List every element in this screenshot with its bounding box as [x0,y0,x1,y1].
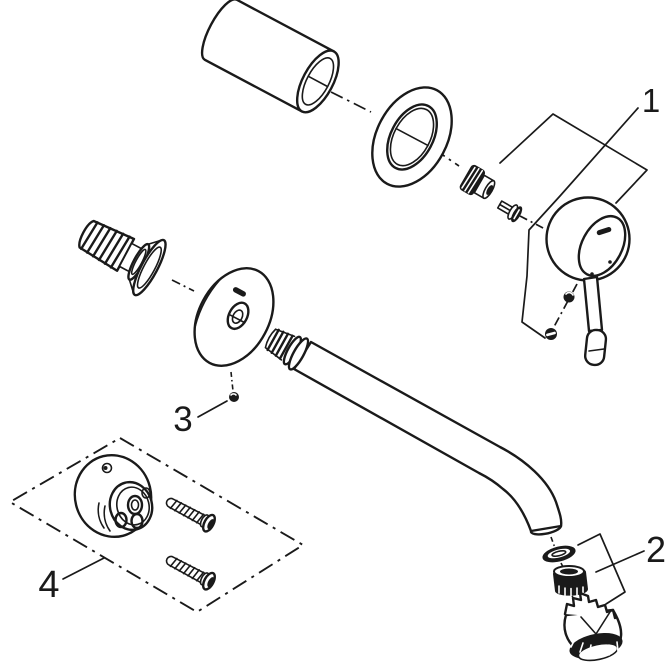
lever-grip [583,328,608,367]
lever-arm [582,275,604,333]
kit-boundary-box [8,436,305,614]
part-label-4: 4 [38,564,59,606]
mounting-screw-upper [165,497,216,533]
rosette-slot [232,287,246,297]
lever-handle [545,196,631,367]
spout [264,328,563,536]
callout-1-bracket [499,107,648,339]
mounting-nipple [78,219,167,297]
callout-4: 4 [38,557,105,606]
castellated-edge [563,591,617,620]
spout-thread-end [264,328,310,371]
wall-flange [73,453,154,539]
wall-rosette [193,267,275,367]
knurled-nut [459,164,496,200]
part-label-1: 1 [642,82,660,119]
mounting-kit: 4 [8,436,305,614]
handle-sleeve [200,0,340,114]
mounting-screw-lower [165,555,216,591]
spout-outlet [529,524,563,536]
handle-screw [496,200,523,223]
aerator-insert [553,565,588,597]
aerator-housing [563,591,623,662]
callout-2-bracket: 2 [577,529,666,605]
part-label-3: 3 [173,400,192,439]
handle-rosette-ring [371,86,453,188]
aerator-gasket [542,545,576,563]
handle-set-screws [545,283,578,340]
part-label-2: 2 [646,529,666,570]
brand-mark [596,227,612,236]
callout-3: 3 [173,392,239,439]
